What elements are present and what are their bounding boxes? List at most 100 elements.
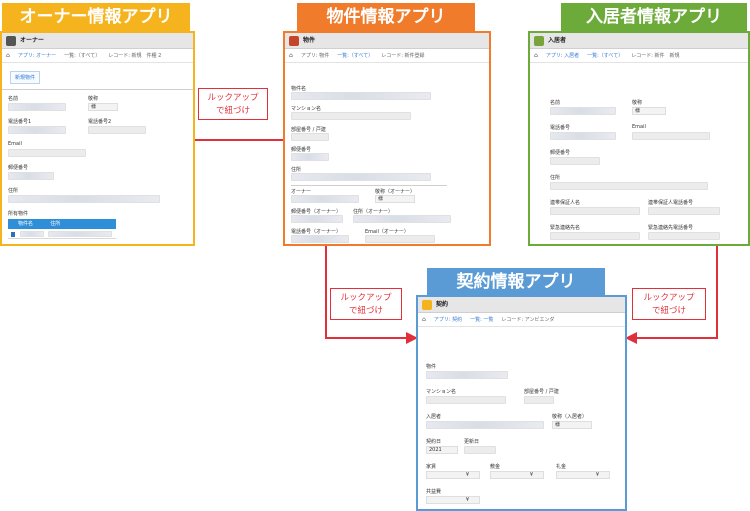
tenant-address-label: 住所 [550,175,561,181]
property-postal-value[interactable] [291,153,329,161]
owner-postal-label: 郵便番号 [8,165,29,171]
contract-nav-list[interactable]: 一覧: 一覧 [470,316,494,323]
owner-divider [2,89,193,90]
property-postal-label: 郵便番号 [291,147,312,153]
owner-address-value[interactable] [8,195,160,203]
tenant-nav-app[interactable]: アプリ: 入居者 [545,52,580,59]
contract-property-value[interactable] [426,371,508,379]
owner-postal-value[interactable] [8,172,54,180]
owner-phone2-value[interactable] [88,126,146,134]
contract-room-value[interactable] [524,396,554,404]
emergency-value[interactable] [550,232,640,240]
owner-address-lookup-label: 住所（オーナー） [353,209,394,215]
owner-app-icon [6,36,16,46]
home-icon[interactable]: ⌂ [6,51,10,59]
contract-mansion-label: マンション名 [426,389,457,395]
owner-phone-lookup-label: 電話番号（オーナー） [291,229,342,235]
owner-postal-lookup-value[interactable] [291,215,343,223]
home-icon[interactable]: ⌂ [289,51,293,59]
key-money-value[interactable]: ¥ [556,471,610,479]
tenant-app-title: 入居者情報アプリ [561,3,747,31]
property-nav-app[interactable]: アプリ: 物件 [300,52,330,59]
owner-title-value[interactable]: 様 [88,103,118,111]
home-icon[interactable]: ⌂ [422,315,426,323]
property-window-title: 物件 [303,37,316,44]
new-property-button[interactable]: 新規物件 [10,71,41,84]
contract-tenant-title-value[interactable]: 様 [552,421,592,429]
owner-phone2-label: 電話番号2 [88,119,112,125]
room-label: 部屋番号 / 戸建 [291,127,326,133]
renewal-date-label: 更新日 [464,439,480,445]
owner-nav-record: レコード: 新規 件種 2 [108,52,162,59]
owner-title-lookup-value[interactable]: 様 [375,195,415,203]
owner-address-lookup-value[interactable] [353,215,451,223]
property-contract-connector [325,246,418,344]
contract-tenant-value[interactable] [426,421,544,429]
owner-nav-app[interactable]: アプリ: オーナー [17,52,57,59]
owner-property-lookup-callout: ルックアップ で紐づけ [198,88,268,120]
owner-email-lookup-value[interactable] [365,235,435,243]
property-divider [291,185,447,186]
key-money-yen: ¥ [595,472,599,478]
property-nav-record: レコード: 新件登録 [381,52,425,59]
tenant-window-titlebar: 入居者 [530,33,748,49]
contract-mansion-value[interactable] [426,396,506,404]
tenant-name-value[interactable] [550,107,616,115]
tenant-phone-value[interactable] [550,132,616,140]
property-name-value[interactable] [291,92,431,100]
owner-phone1-label: 電話番号1 [8,119,32,125]
owner-name-value[interactable] [8,103,66,111]
owner-lookup-value[interactable] [291,195,359,203]
common-fee-value[interactable]: ¥ [426,496,480,504]
tenant-nav-list[interactable]: 一覧:（すべて） [587,52,624,59]
contract-nav-app[interactable]: アプリ: 契約 [433,316,463,323]
contract-room-label: 部屋番号 / 戸建 [524,389,559,395]
guarantor-phone-label: 連帯保証人電話番号 [648,200,694,206]
tenant-phone-label: 電話番号 [550,125,571,131]
owner-postal-lookup-label: 郵便番号（オーナー） [291,209,342,215]
contract-nav-record: レコード: アンビエンダ [501,316,555,323]
table-row[interactable] [8,230,116,239]
owner-address-label: 住所 [8,188,19,194]
owner-email-value[interactable] [8,149,86,157]
tenant-name-label: 名前 [550,100,561,106]
contract-property-label: 物件 [426,364,437,370]
emergency-phone-value[interactable] [648,232,720,240]
owner-nav-list[interactable]: 一覧:（すべて） [64,52,101,59]
deposit-value[interactable]: ¥ [490,471,544,479]
owner-phone1-value[interactable] [8,126,66,134]
owned-row-name [20,231,44,237]
guarantor-value[interactable] [550,207,640,215]
guarantor-phone-value[interactable] [648,207,720,215]
tenant-email-value[interactable] [632,132,710,140]
mansion-value[interactable] [291,112,411,120]
owner-owned-label: 所有物件 [8,211,29,217]
rent-value[interactable]: ¥ [426,471,480,479]
renewal-date-value[interactable] [464,446,496,454]
owner-title-lookup-label: 敬称（オーナー） [375,189,416,195]
common-fee-yen: ¥ [465,497,469,503]
deposit-yen: ¥ [529,472,533,478]
property-address-label: 住所 [291,167,302,173]
tenant-postal-value[interactable] [550,157,600,165]
tenant-email-label: Email [632,124,646,130]
property-contract-callout-text: ルックアップ で紐づけ [340,293,392,316]
owned-table-header: 物件名 住所 [8,219,116,229]
tenant-contract-connector [625,246,718,344]
tenant-address-value[interactable] [550,182,708,190]
tenant-contract-lookup-callout: ルックアップ で紐づけ [632,288,706,320]
owner-property-callout-text: ルックアップ で紐づけ [207,93,259,116]
owner-phone-lookup-value[interactable] [291,235,349,243]
mansion-label: マンション名 [291,106,322,112]
tenant-title-value[interactable]: 様 [632,107,666,115]
property-app-title: 物件情報アプリ [297,3,475,31]
tenant-app-icon [534,36,544,46]
key-money-label: 礼金 [556,464,567,470]
home-icon[interactable]: ⌂ [534,51,538,59]
tenant-navbar: ⌂ アプリ: 入居者 一覧:（すべて） レコード: 新件 新規 [530,49,748,63]
room-value[interactable] [291,133,329,141]
deposit-label: 敷金 [490,464,501,470]
property-address-value[interactable] [291,173,431,181]
contract-date-value[interactable]: 2021 [426,446,458,454]
property-nav-list[interactable]: 一覧:（すべて） [337,52,374,59]
